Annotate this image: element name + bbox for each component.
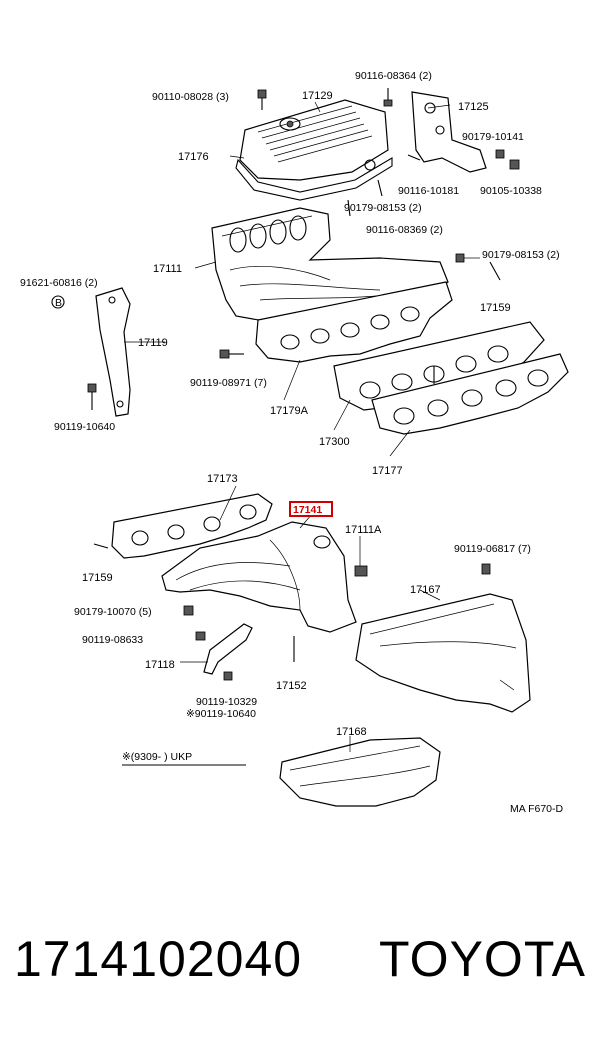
- reference-code: MA F670-D: [510, 803, 564, 815]
- heat-insulator-17167: [355, 593, 531, 713]
- exhaust-manifold: [161, 521, 357, 633]
- label-90116-08364: 90116-08364 (2): [355, 70, 432, 82]
- label-91621-60816: 91621-60816 (2): [20, 277, 98, 289]
- label-17173: 17173: [207, 473, 238, 485]
- bracket-17118: [195, 623, 253, 681]
- label-90179-10070: 90179-10070 (5): [74, 606, 152, 618]
- label-17152: 17152: [276, 680, 307, 692]
- label-90110-08028: 90110-08028 (3): [152, 91, 229, 103]
- label-90119-08633: 90119-08633: [82, 634, 143, 646]
- label-90116-10181: 90116-10181: [398, 185, 459, 197]
- heat-insulator-17168: [279, 737, 441, 807]
- chamber-gasket: [235, 157, 393, 201]
- nut-17111A: [354, 565, 368, 577]
- label-17118: 17118: [145, 659, 175, 671]
- label-17167: 17167: [410, 584, 441, 596]
- label-17119: 17119: [138, 337, 168, 349]
- part-labels: 90116-08364 (2) 90110-08028 (3) 17129 17…: [20, 70, 564, 815]
- footnote: ※(9309- ) UKP: [122, 751, 192, 763]
- label-17111A: 17111A: [345, 524, 382, 536]
- intake-gasket-17179A: [255, 281, 453, 363]
- label-17159-a: 17159: [480, 302, 511, 314]
- bolts-middle: [87, 253, 501, 410]
- label-17179A: 17179A: [270, 405, 309, 417]
- label-17177: 17177: [372, 465, 403, 477]
- exploded-parts-diagram: 90116-08364 (2) 90110-08028 (3) 17129 17…: [20, 70, 569, 815]
- label-17176: 17176: [178, 151, 209, 163]
- label-17141: 17141: [293, 504, 322, 516]
- label-90119-08971: 90119-08971 (7): [190, 377, 267, 389]
- label-90119-10329: 90119-10329: [196, 696, 257, 708]
- label-90119-10640-a: 90119-10640: [54, 421, 115, 433]
- label-90179-08153-a: 90179-08153 (2): [344, 202, 422, 214]
- label-circle-b: B: [55, 297, 62, 309]
- label-17168: 17168: [336, 726, 367, 738]
- label-17159-b: 17159: [82, 572, 113, 584]
- part-number: 1714102040: [14, 931, 303, 987]
- bracket-17119: [51, 287, 131, 417]
- label-90179-08153-b: 90179-08153 (2): [482, 249, 560, 261]
- label-90119-06817: 90119-06817 (7): [454, 543, 531, 555]
- label-17111: 17111: [153, 263, 182, 275]
- exhaust-gasket-17173: [111, 493, 273, 559]
- bracket-17125: [411, 91, 487, 173]
- label-17300: 17300: [319, 436, 350, 448]
- label-90179-10141: 90179-10141: [462, 131, 524, 143]
- air-chamber-cover: [239, 99, 389, 181]
- intake-gasket-17177: [371, 353, 569, 435]
- highlight-box-17141: [289, 501, 333, 517]
- label-17125: 17125: [458, 101, 489, 113]
- label-17129: 17129: [302, 90, 333, 102]
- studs-lower: [93, 543, 491, 662]
- brand-name: TOYOTA: [379, 931, 586, 987]
- label-90119-10640-b: ※90119-10640: [186, 708, 256, 720]
- bolts-upper: [257, 88, 520, 217]
- label-90105-10338: 90105-10338: [480, 185, 542, 197]
- leader-lines: [124, 101, 480, 752]
- footer: 1714102040 TOYOTA: [0, 930, 600, 1010]
- label-90116-08369: 90116-08369 (2): [366, 224, 443, 236]
